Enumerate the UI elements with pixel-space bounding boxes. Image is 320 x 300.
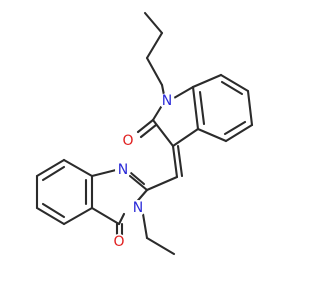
bond <box>62 158 94 178</box>
atom-N1: N <box>159 93 175 109</box>
atom-label: O <box>113 234 124 250</box>
bond <box>62 206 94 226</box>
atom-label: N <box>133 200 143 216</box>
bond <box>191 85 200 131</box>
bond <box>145 31 164 60</box>
bond <box>128 174 149 192</box>
bond <box>171 127 200 148</box>
bond <box>136 118 155 134</box>
atom-N3: N <box>130 200 146 216</box>
bond <box>129 171 146 186</box>
bond <box>224 123 254 143</box>
atom-N2: N <box>115 162 131 178</box>
bond <box>141 212 149 240</box>
bond <box>117 212 126 226</box>
atom-label: O <box>122 133 133 149</box>
bond <box>41 202 66 219</box>
bond <box>191 73 223 89</box>
bond <box>246 89 254 127</box>
molecule-structure: N O N N O <box>35 11 254 256</box>
bond <box>220 80 244 96</box>
bond <box>160 83 166 97</box>
bond <box>171 144 179 179</box>
atom-label: N <box>162 93 172 109</box>
bond <box>223 120 247 136</box>
bond <box>145 175 179 192</box>
bond <box>196 127 228 143</box>
bond <box>35 158 66 178</box>
atom-O2: O <box>111 234 127 250</box>
bond <box>219 73 250 93</box>
bond <box>90 206 121 226</box>
bond <box>198 90 206 126</box>
bond <box>145 236 176 256</box>
bond <box>145 56 164 87</box>
bond <box>90 168 118 178</box>
bond <box>35 206 66 226</box>
bond <box>151 105 163 122</box>
bond <box>139 123 158 139</box>
bond <box>143 11 164 35</box>
bond <box>41 165 66 182</box>
atom-label: N <box>118 162 128 178</box>
bond <box>176 144 184 178</box>
bond <box>151 118 175 148</box>
bond <box>172 85 195 100</box>
atom-labels: N O N N O <box>111 93 175 250</box>
atom-O1: O <box>120 133 136 149</box>
bonds <box>35 11 254 256</box>
